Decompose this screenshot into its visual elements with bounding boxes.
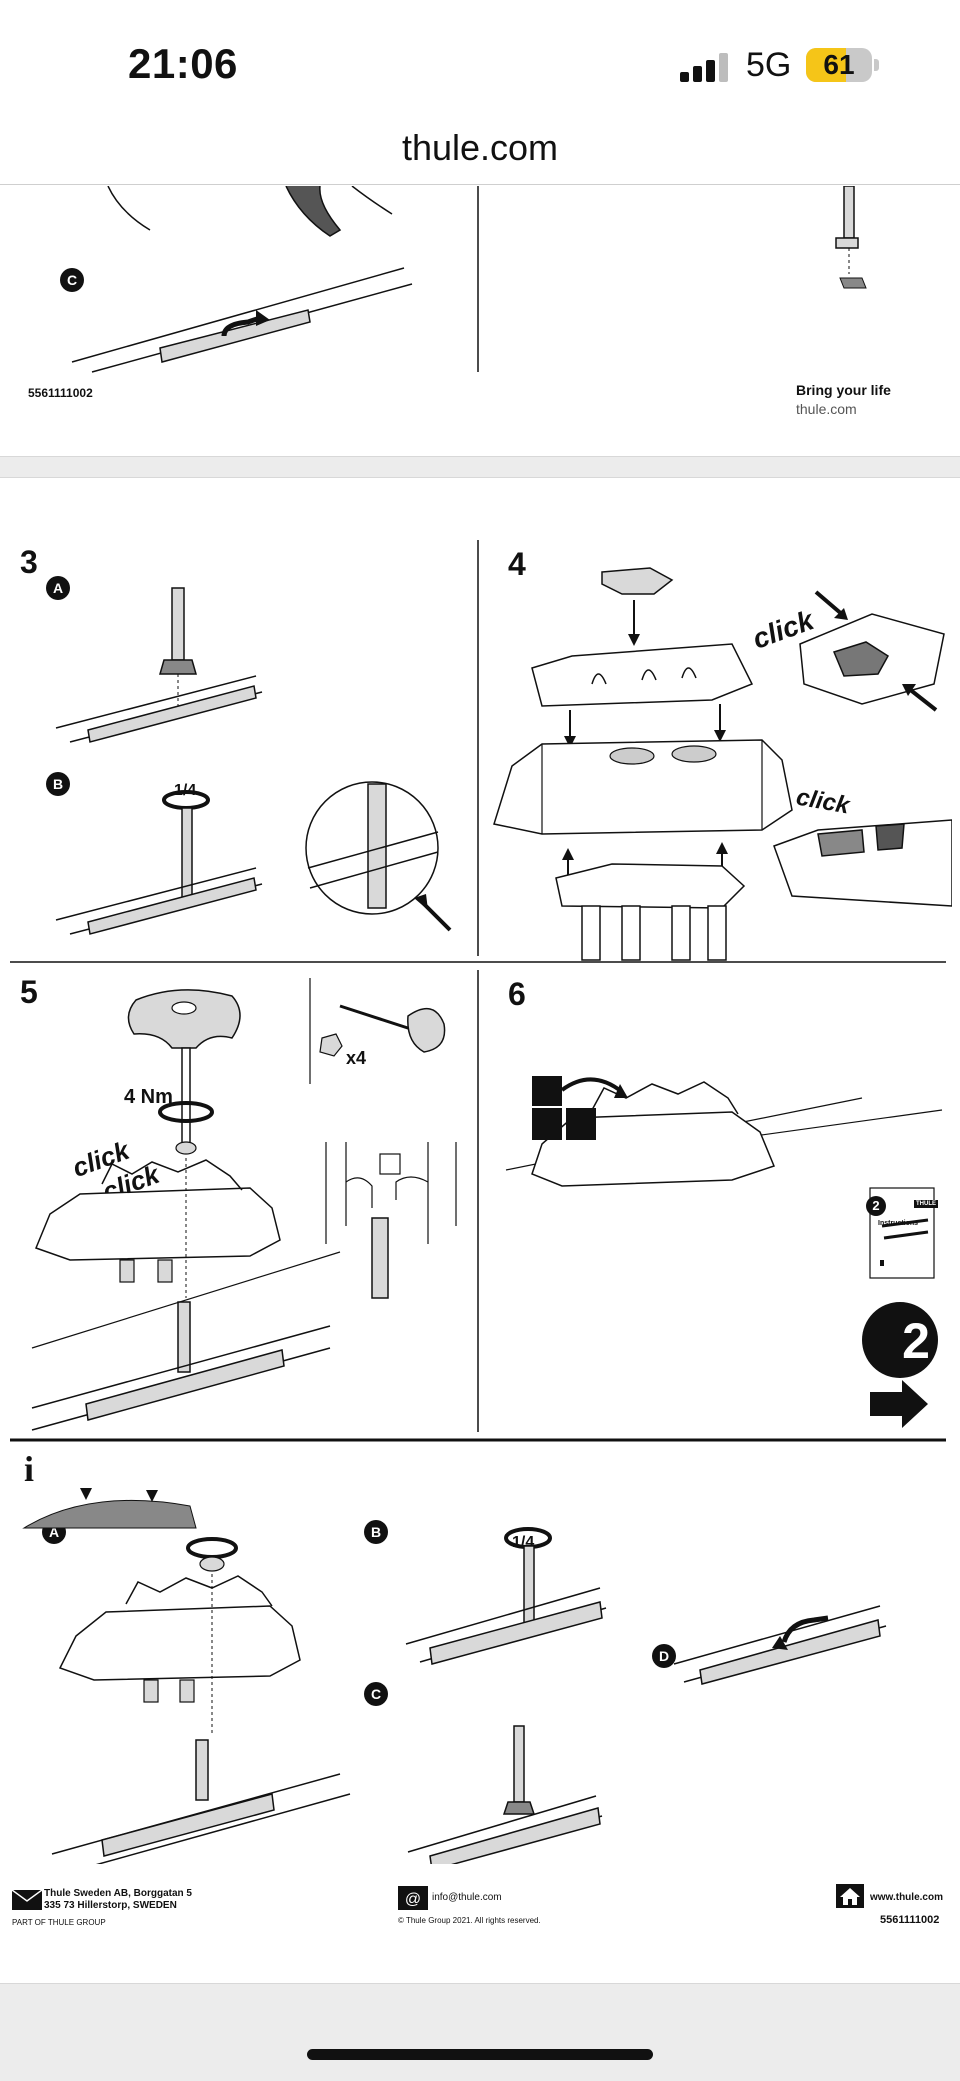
info-sub-label-b: B (364, 1520, 388, 1544)
footer-company-line-2: 335 73 Hillerstorp, SWEDEN (44, 1900, 177, 1911)
page-bottom-area (0, 1983, 960, 2081)
info-sub-label-d: D (652, 1644, 676, 1668)
network-type: 5G (746, 46, 792, 84)
mail-icon (12, 1890, 42, 1910)
battery-terminal (874, 59, 879, 71)
step-4-number: 4 (508, 546, 526, 582)
address-bar-divider (0, 184, 960, 185)
next-page-number[interactable]: 2 (902, 1313, 930, 1369)
info-icon: i (24, 1449, 35, 1489)
step-3-illustration (55, 587, 452, 935)
footer-company-line-1: Thule Sweden AB, Borggatan 5 (44, 1888, 192, 1899)
footer-website[interactable]: www.thule.com (870, 1892, 943, 1903)
email-icon: @ (398, 1886, 428, 1910)
battery-percent: 61 (823, 49, 855, 80)
footer-part-number: 5561111002 (880, 1914, 940, 1926)
step-3-sub-label-a: A (46, 576, 70, 600)
footer-group: PART OF THULE GROUP (12, 1918, 106, 1927)
step-5-illustration (31, 978, 457, 1431)
home-indicator[interactable] (307, 2049, 653, 2060)
page1-part-number: 5561111002 (28, 386, 93, 400)
footer-copyright: © Thule Group 2021. All rights reserved. (398, 1916, 541, 1925)
battery-icon: 61 (806, 48, 872, 82)
manual-page-1: C 5561111002 Bring your life thule.com (0, 186, 960, 456)
step-5-torque-label: 4 Nm (124, 1086, 173, 1108)
svg-text:@: @ (405, 1891, 421, 1908)
page-separator (0, 456, 960, 478)
step-5-number: 5 (20, 974, 38, 1010)
page1-tagline: Bring your life (796, 382, 891, 398)
battery-fill (806, 48, 847, 82)
page1-site: thule.com (796, 401, 857, 417)
status-bar: 21:06 5G 61 (0, 0, 960, 120)
footer-email[interactable]: info@thule.com (432, 1892, 502, 1903)
cellular-signal-icon (680, 52, 732, 82)
step-5-quantity-label: x4 (346, 1048, 367, 1068)
step-3-sub-label-b: B (46, 772, 70, 796)
step-6-illustration (505, 1076, 943, 1428)
info-sub-label-c: C (364, 1682, 388, 1706)
manual-page-2: 3 A B 1/4 4 click click (0, 478, 960, 1983)
page2-grid-lines (10, 540, 946, 1442)
address-bar[interactable]: thule.com (0, 120, 960, 186)
step-6-booklet-brand: THULE (914, 1200, 938, 1208)
page1-sub-label-c: C (60, 268, 84, 292)
url-text[interactable]: thule.com (401, 127, 559, 168)
step-6-booklet-number: 2 (866, 1196, 886, 1216)
info-illustration (22, 1488, 887, 1864)
step-6-number: 6 (508, 976, 526, 1012)
step-3-number: 3 (20, 544, 38, 580)
page1-illustration (71, 186, 867, 373)
step-6-booklet-title: Instructions (878, 1220, 919, 1227)
step-4-illustration (493, 567, 952, 961)
home-icon (836, 1884, 864, 1908)
status-time: 21:06 (128, 40, 238, 87)
